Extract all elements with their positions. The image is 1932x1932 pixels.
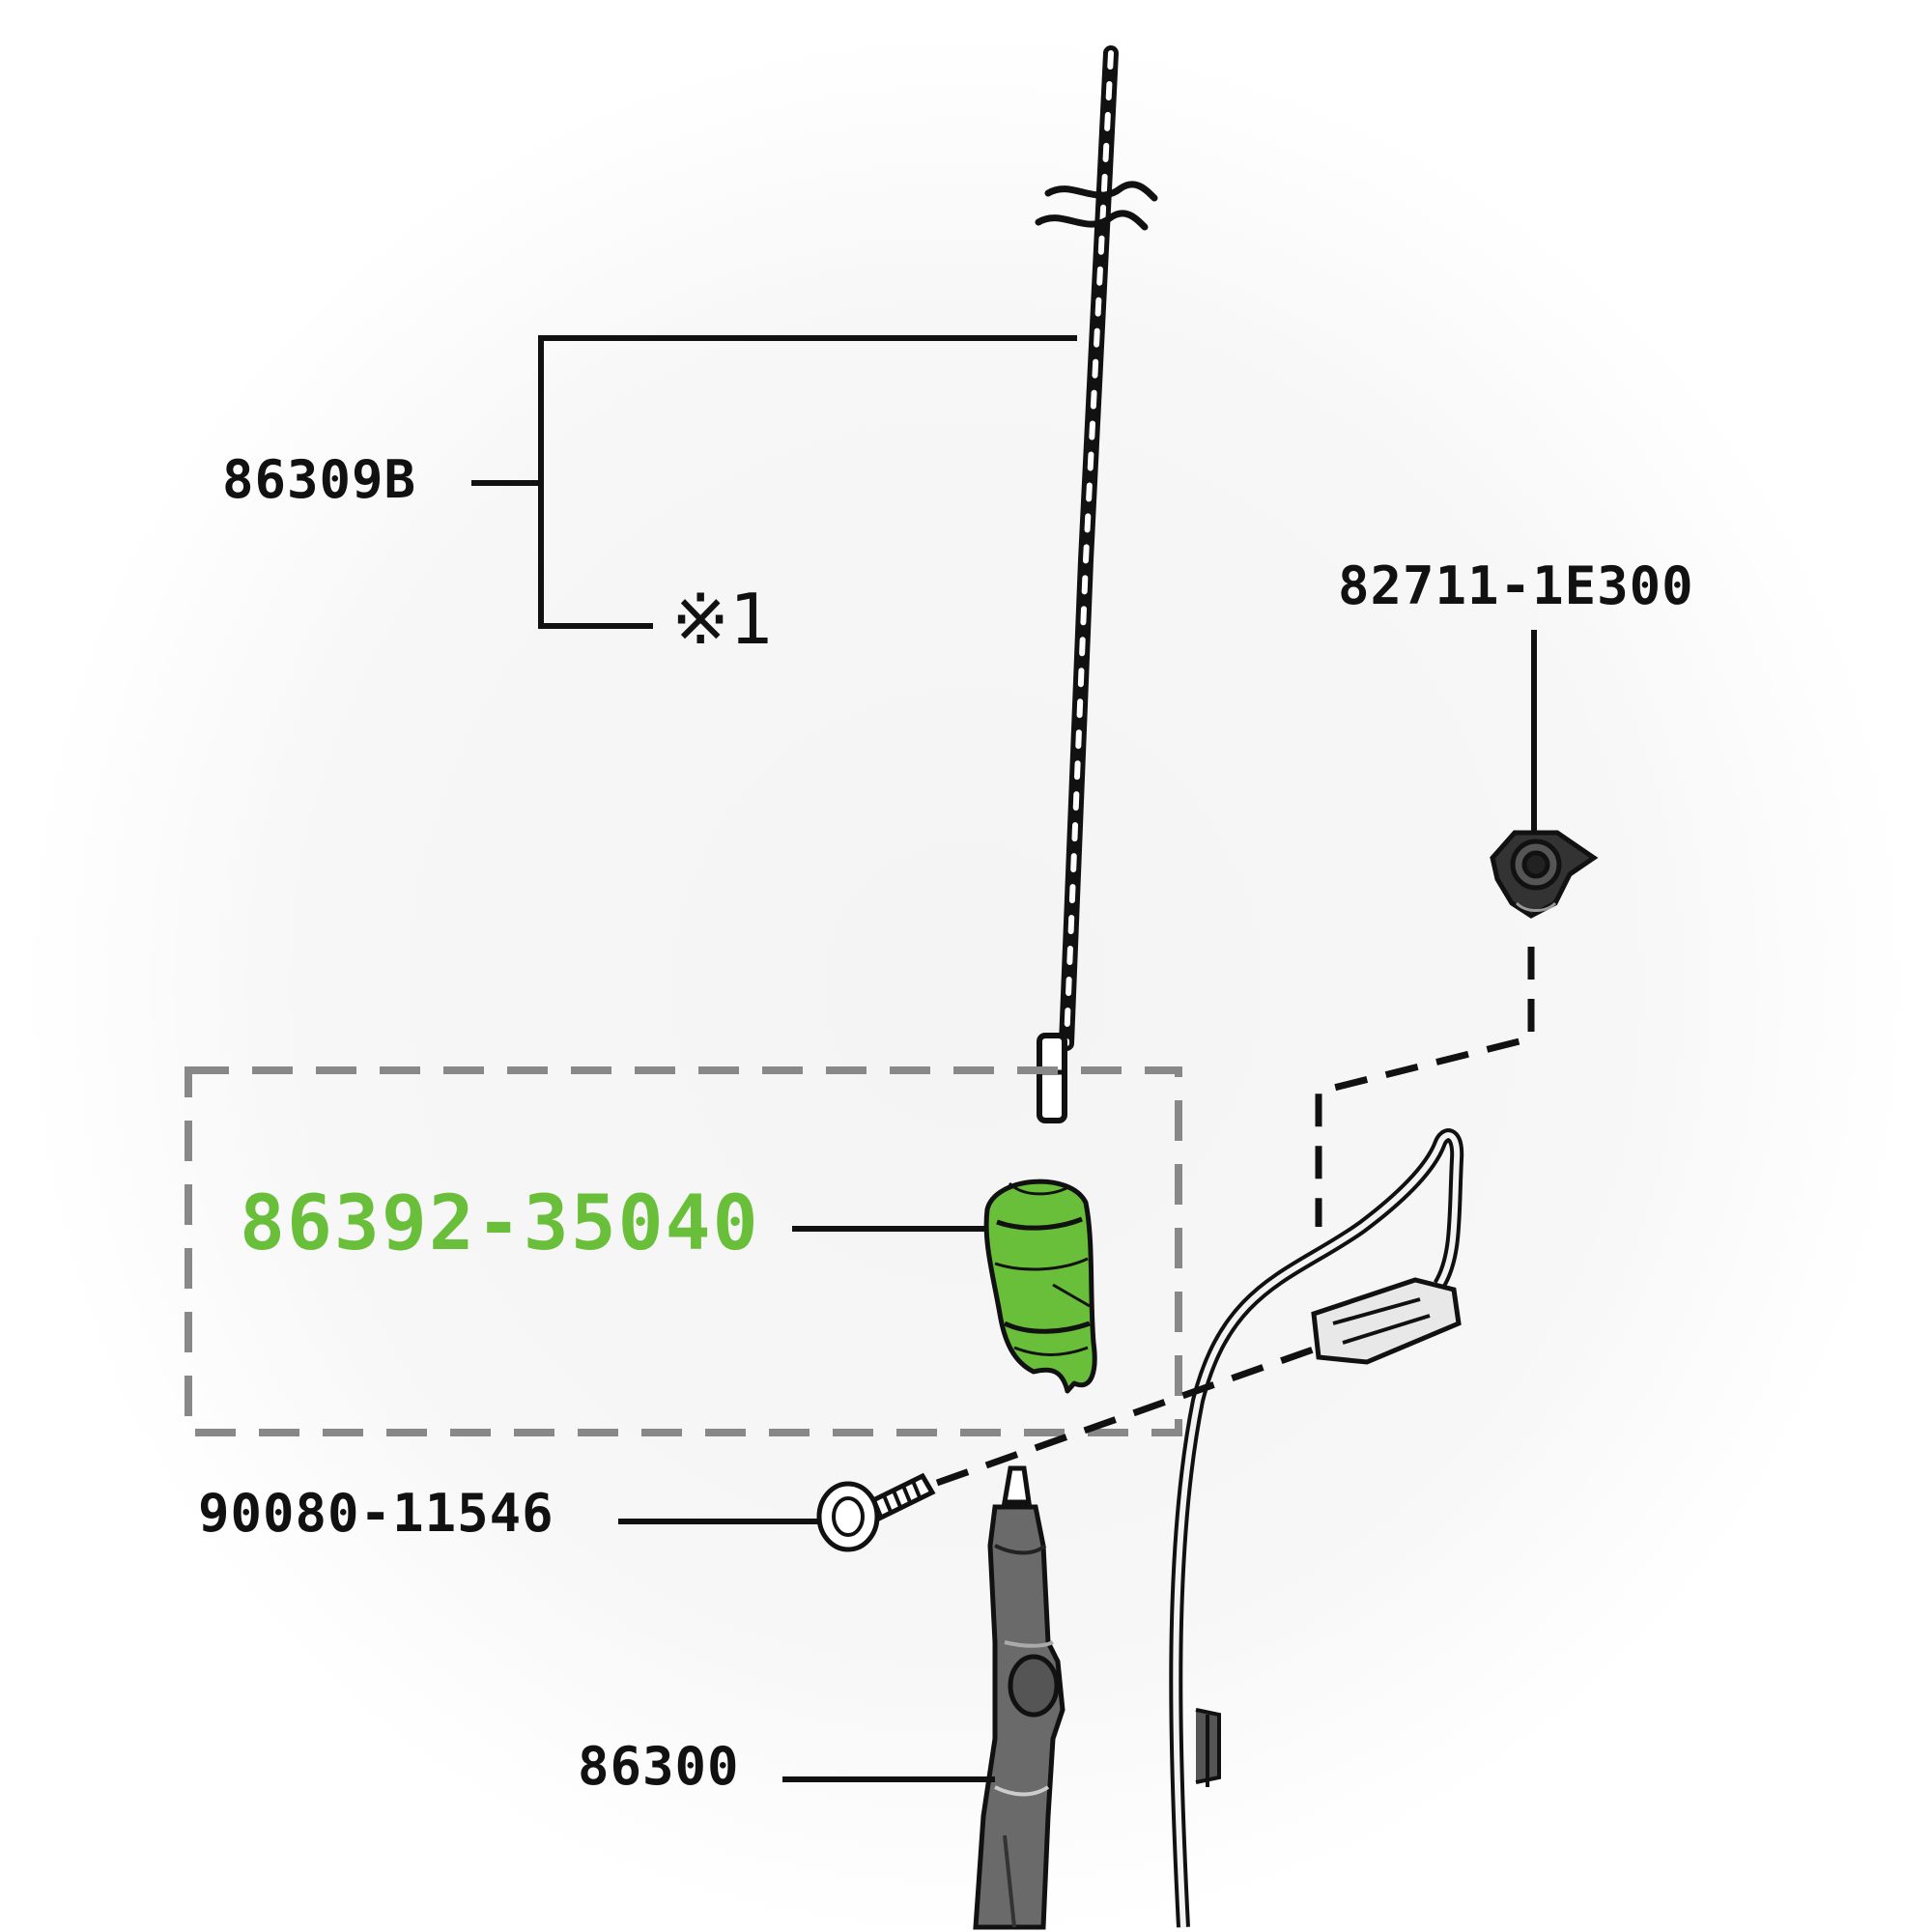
part-label-90080-11546[interactable]: 90080-11546 <box>198 1483 554 1544</box>
bolt-icon <box>618 1472 936 1552</box>
highlight-box <box>185 1066 1182 1436</box>
part-label-82711-1e300[interactable]: 82711-1E300 <box>1338 555 1694 616</box>
part-label-86392-35040-highlighted[interactable]: 86392-35040 <box>240 1180 760 1267</box>
cap-icon <box>983 1179 1097 1394</box>
part-label-86309b[interactable]: 86309B <box>222 449 417 510</box>
cable-icon <box>1169 1128 1464 1928</box>
grommet-icon <box>1490 630 1599 919</box>
motor-housing-icon <box>782 1465 1065 1930</box>
part-label-86300[interactable]: 86300 <box>578 1736 740 1797</box>
antenna-rod-icon <box>1035 45 1158 1123</box>
dashed-bolt-route <box>935 1344 1321 1487</box>
bracket-86309b <box>471 335 1077 629</box>
dashed-route <box>1315 947 1535 1227</box>
note-marker: ※1 <box>671 579 775 660</box>
